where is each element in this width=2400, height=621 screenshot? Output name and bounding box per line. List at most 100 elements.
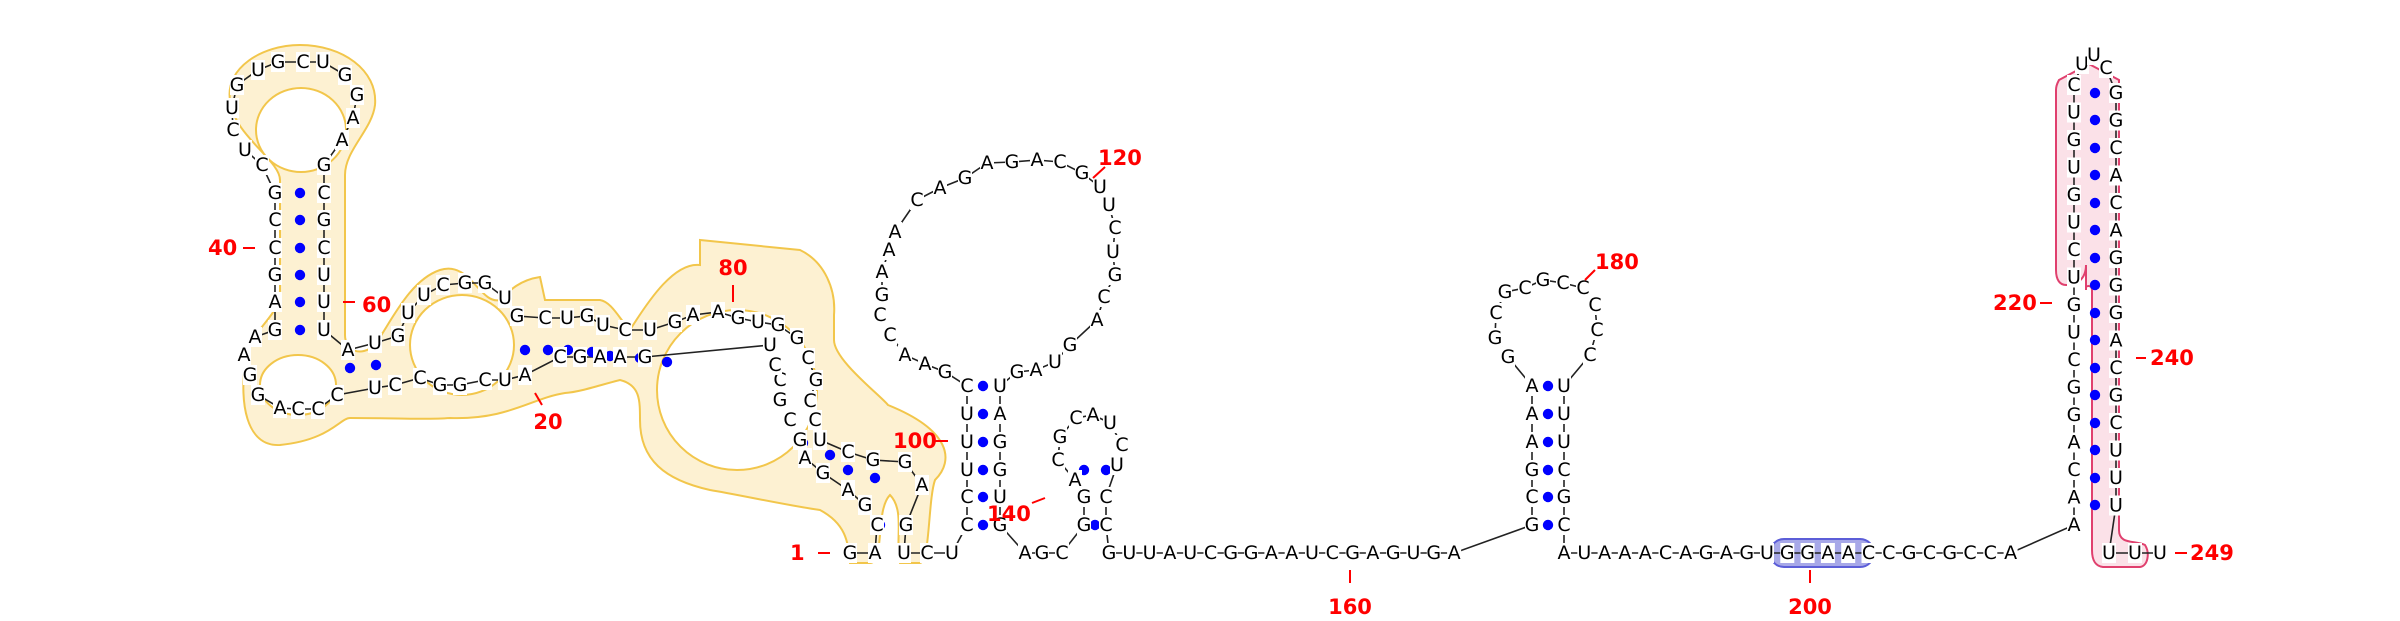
nucleotide-letter: C [910, 189, 923, 211]
nucleotide-bg [960, 404, 974, 424]
nucleotide-letter: G [1902, 542, 1917, 564]
nucleotide-letter: C [1097, 286, 1110, 308]
position-tick [1092, 166, 1106, 179]
nucleotide-bg [510, 306, 524, 326]
base-pair-dot [370, 359, 382, 371]
nucleotide-letter: G [793, 429, 808, 451]
nucleotide: C [783, 409, 797, 431]
nucleotide-bg [1103, 413, 1117, 433]
nucleotide-letter: A [1019, 542, 1032, 564]
nucleotide: A [875, 261, 889, 283]
nucleotide-bg [960, 432, 974, 452]
nucleotide-bg [933, 178, 947, 198]
nucleotide: C [1099, 486, 1113, 508]
nucleotide-letter: U [498, 369, 512, 391]
nucleotide-bg [773, 390, 787, 410]
nucleotide-bg [2067, 185, 2081, 205]
nucleotide-letter: A [1639, 542, 1652, 564]
nucleotide-letter: U [993, 375, 1007, 397]
position-number: 140 [987, 502, 1031, 526]
nucleotide-letter: A [519, 364, 532, 386]
nucleotide-bg [1557, 487, 1571, 507]
nucleotide-letter: C [768, 354, 781, 376]
nucleotide-letter: A [799, 447, 812, 469]
nucleotide-bg [798, 448, 812, 468]
nucleotide-letter: G [1488, 327, 1503, 349]
nucleotide-letter: U [2153, 542, 2167, 564]
nucleotide: C [2109, 357, 2123, 379]
nucleotide-letter: C [960, 486, 973, 508]
nucleotide-letter: U [2109, 467, 2123, 489]
nucleotide-letter: A [1679, 542, 1692, 564]
nucleotide-letter: A [1558, 542, 1571, 564]
position-label: 1 [790, 541, 830, 565]
nucleotide: C [960, 375, 974, 397]
nucleotide-letter: A [899, 344, 912, 366]
nucleotide-letter: G [938, 361, 953, 383]
nucleotide-bg [2128, 543, 2142, 563]
nucleotide-letter: U [1577, 542, 1591, 564]
base-pair-dot [2089, 169, 2101, 181]
nucleotide-bg [873, 305, 887, 325]
nucleotide-letter: C [801, 347, 814, 369]
nucleotide-bg [920, 543, 934, 563]
nucleotide-bg [1488, 328, 1502, 348]
nucleotide-bg [1525, 460, 1539, 480]
nucleotide: U [1557, 375, 1571, 397]
nucleotide-letter: A [2110, 220, 2123, 242]
nucleotide: G [668, 311, 683, 333]
nucleotide-bg [1051, 450, 1065, 470]
nucleotide-letter: G [1426, 542, 1441, 564]
nucleotide: G [317, 154, 332, 176]
nucleotide-bg [317, 292, 331, 312]
nucleotide-bg [1183, 543, 1198, 563]
nucleotide: G [580, 305, 595, 327]
nucleotide: G [809, 369, 824, 391]
nucleotide: C [1583, 344, 1597, 366]
nucleotide-letter: G [2109, 247, 2124, 269]
nucleotide: U [225, 97, 239, 119]
nucleotide-letter: C [296, 51, 309, 73]
position-label: 80 [718, 256, 748, 302]
nucleotide-letter: C [920, 542, 933, 564]
nucleotide: C [255, 154, 269, 176]
nucleotide: U [2067, 157, 2081, 179]
nucleotide: C [1115, 434, 1129, 456]
nucleotide-letter: U [368, 332, 382, 354]
nucleotide: A [248, 326, 262, 348]
nucleotide: C [803, 390, 817, 412]
nucleotide: G [2109, 110, 2124, 132]
nucleotide-letter: C [311, 398, 324, 420]
nucleotide: G [338, 64, 353, 86]
nucleotide-bg [1739, 543, 1754, 563]
nucleotide-bg [413, 368, 427, 388]
nucleotide: G [2067, 377, 2082, 399]
nucleotide-letter: C [2067, 74, 2080, 96]
nucleotide-bg [993, 404, 1007, 424]
nucleotide: G [773, 389, 788, 411]
nucleotide: C [413, 367, 427, 389]
nucleotide: C [268, 209, 282, 231]
nucleotide-letter: C [317, 182, 330, 204]
position-number: 160 [1328, 595, 1372, 619]
nucleotide: U [2109, 440, 2123, 462]
nucleotide-letter: U [317, 291, 331, 313]
nucleotide: C [1658, 542, 1673, 564]
nucleotide-letter: A [876, 261, 889, 283]
base-pair-dot [1542, 408, 1554, 420]
nucleotide: G [1053, 426, 1068, 448]
nucleotide: C [388, 374, 402, 396]
nucleotide-bg [1942, 543, 1957, 563]
nucleotide-bg [1284, 543, 1299, 563]
nucleotide-bg [2075, 54, 2089, 74]
nucleotide-bg [843, 543, 857, 563]
nucleotide: G [1102, 542, 1117, 564]
nucleotide: C [1069, 407, 1083, 429]
nucleotide: G [230, 74, 245, 96]
nucleotide-bg [2109, 440, 2123, 461]
position-number: 100 [893, 429, 937, 453]
nucleotide-letter: C [960, 514, 973, 536]
nucleotide: C [1099, 514, 1113, 536]
nucleotide: G [1780, 542, 1795, 564]
nucleotide-bg [538, 308, 552, 328]
